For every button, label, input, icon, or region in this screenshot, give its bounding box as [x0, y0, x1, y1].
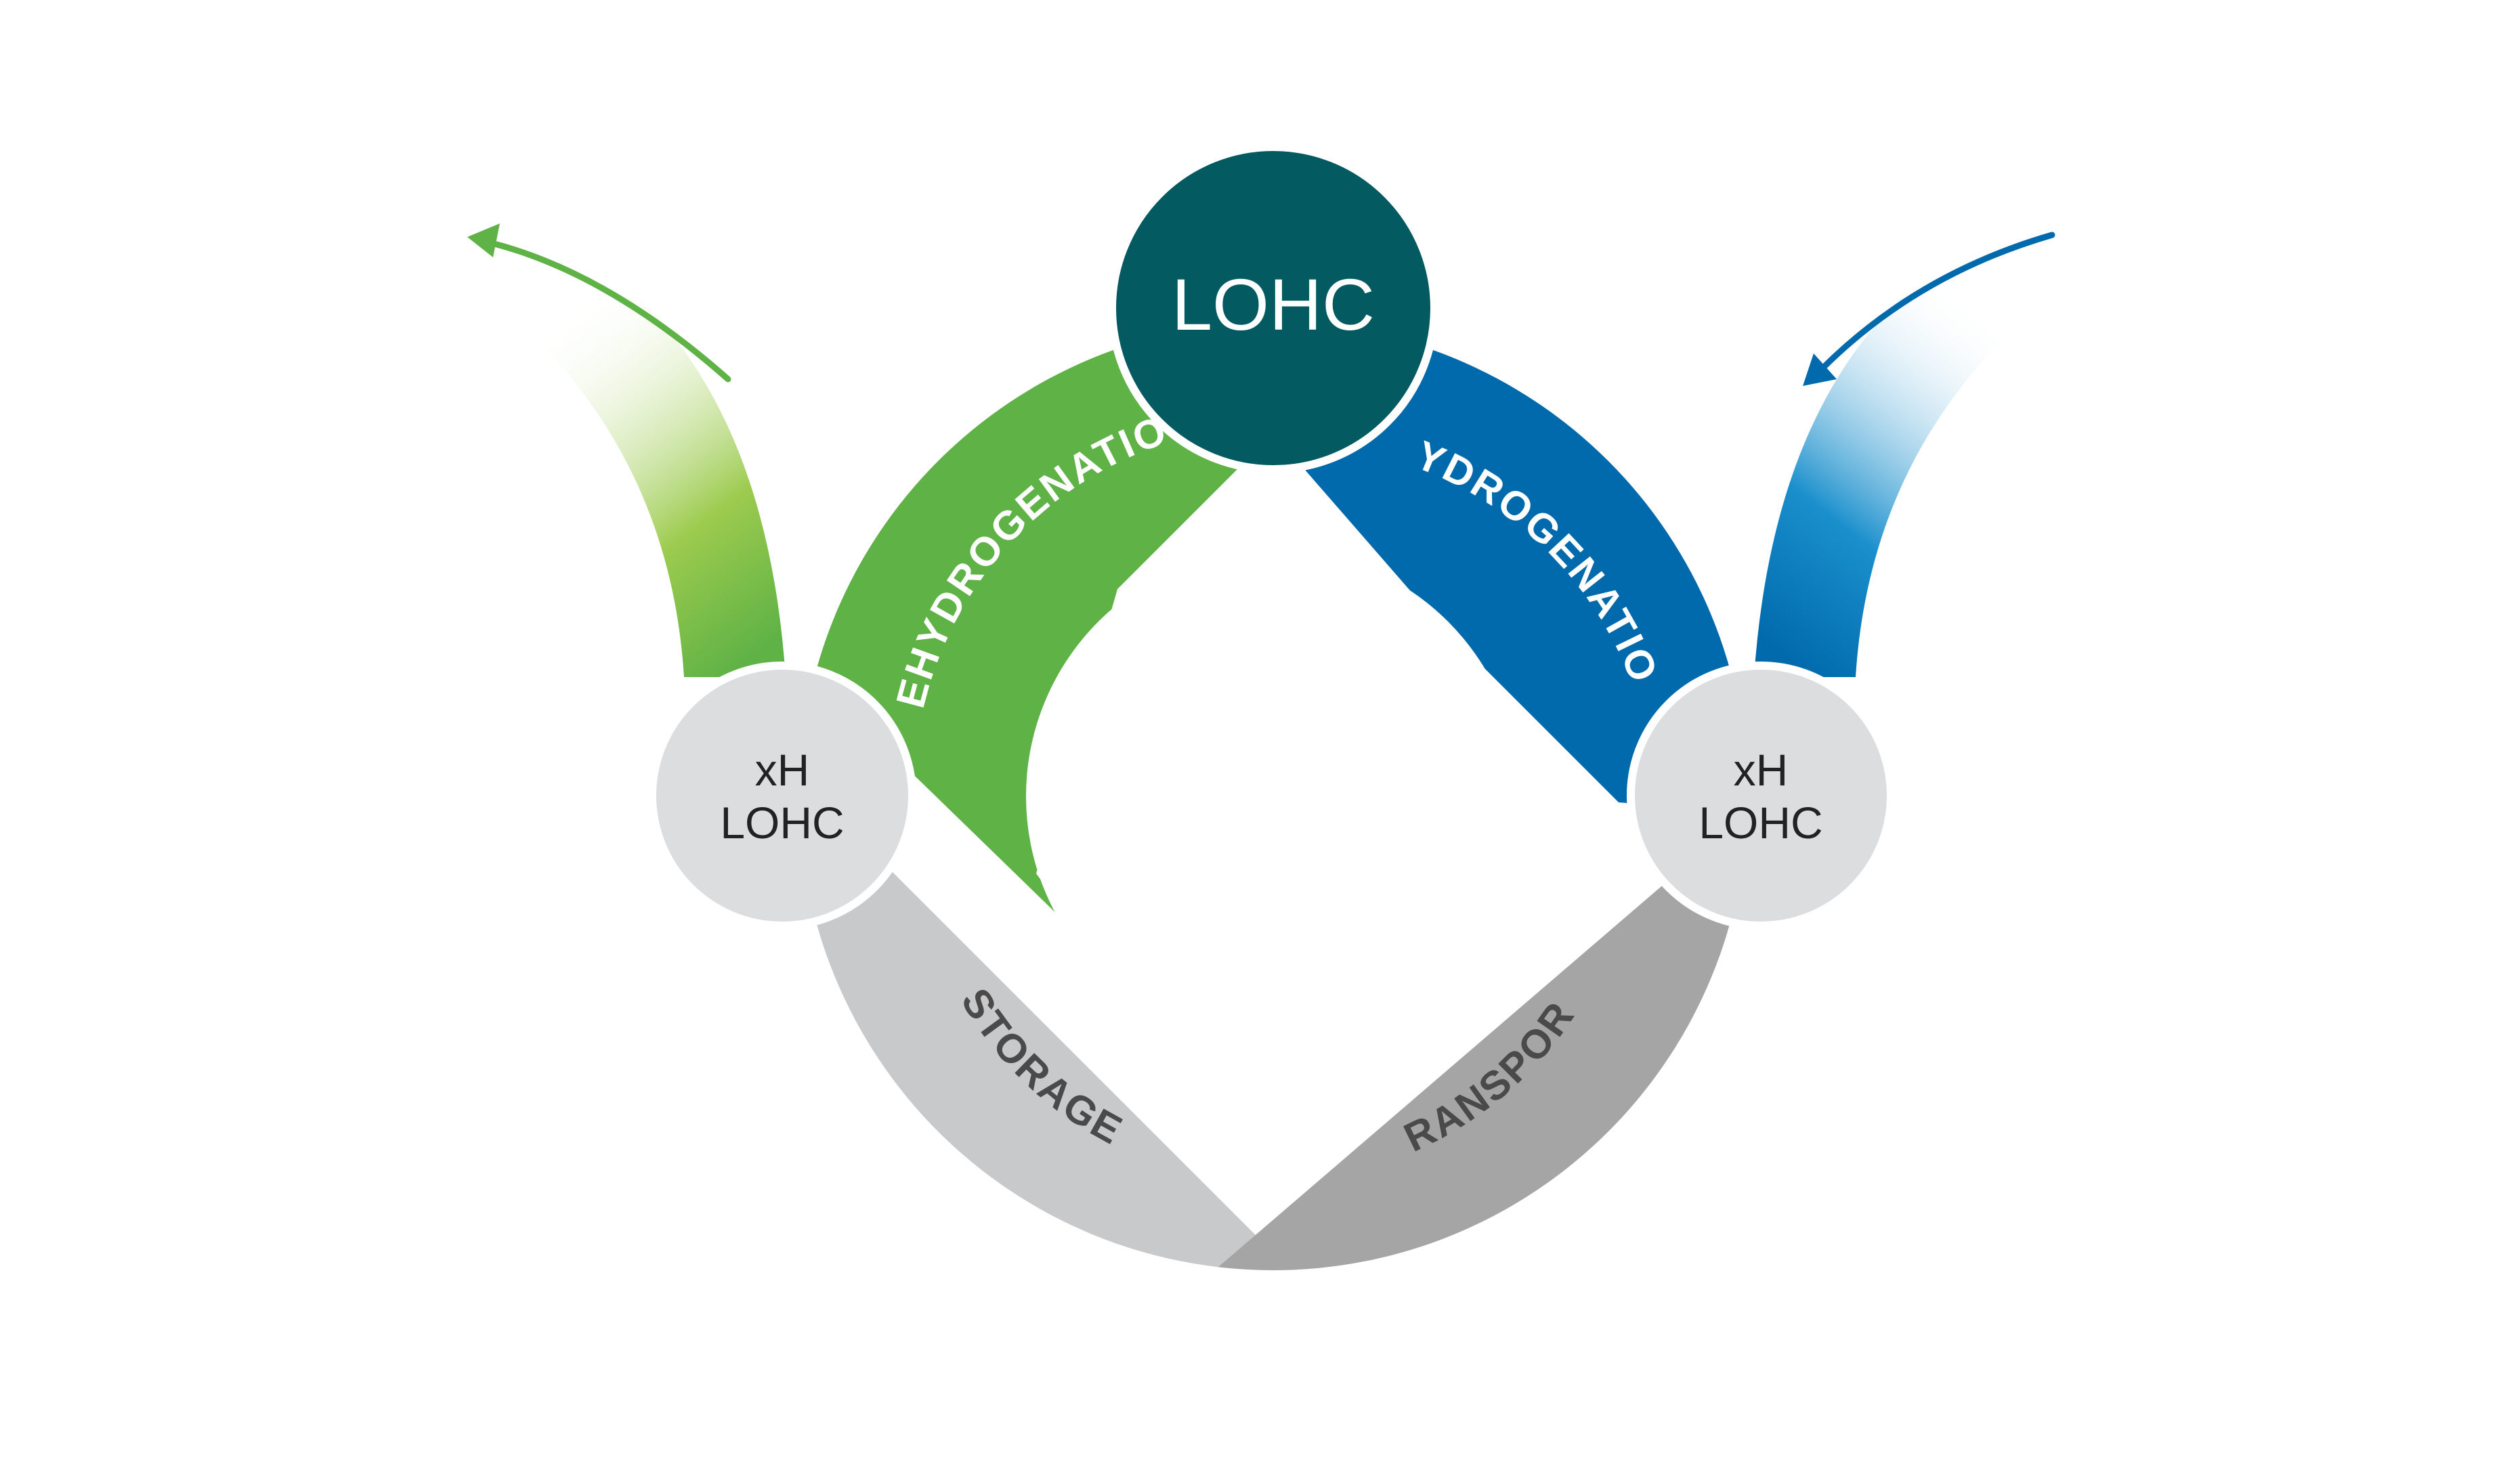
left-node-line1: xH [755, 745, 810, 795]
dehydrogenation-arrow [467, 223, 731, 383]
hydrogenation-arrow [1803, 232, 2055, 386]
left-node [648, 662, 916, 930]
center-node-label: LOHC [1172, 263, 1375, 345]
transport-segment [982, 813, 1747, 1270]
dehydrogenation-outflow-band [515, 257, 786, 677]
left-node-line2: LOHC [720, 798, 844, 848]
center-node [1108, 143, 1438, 473]
right-node-line1: xH [1734, 745, 1789, 795]
arrowhead-left-icon [467, 223, 500, 257]
right-node-line2: LOHC [1699, 798, 1822, 848]
right-node [1627, 662, 1895, 930]
arrowhead-down-left-icon [1803, 353, 1837, 386]
storage-segment [799, 758, 1273, 1270]
hydrogenation-inflow-band [1754, 257, 2025, 677]
